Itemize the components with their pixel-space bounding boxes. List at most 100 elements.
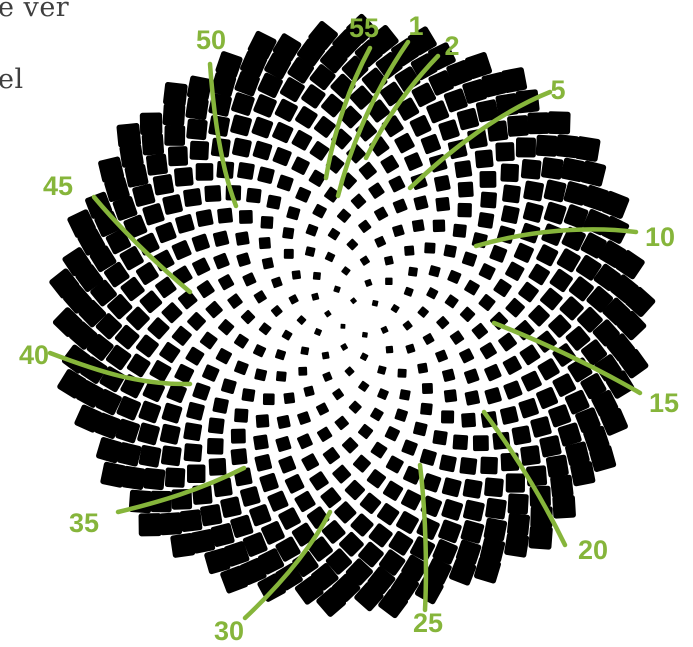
seed: [382, 480, 404, 502]
seed: [518, 281, 540, 303]
seed: [384, 256, 394, 266]
seed: [295, 186, 312, 203]
seed: [294, 490, 316, 512]
seed: [325, 251, 336, 262]
seed: [312, 204, 327, 219]
seed: [170, 533, 196, 559]
seed: [143, 468, 166, 491]
seed: [316, 402, 330, 416]
seed: [186, 402, 205, 421]
seed: [485, 498, 507, 520]
seed: [259, 472, 279, 492]
seed: [217, 208, 233, 224]
seed: [137, 422, 161, 446]
seed: [205, 300, 223, 318]
seed: [397, 369, 406, 378]
seed: [276, 371, 287, 382]
seed: [546, 454, 570, 478]
seed: [209, 458, 227, 476]
seed: [422, 333, 435, 346]
seed: [142, 203, 165, 226]
seed: [258, 322, 272, 336]
seed: [309, 471, 330, 492]
seed: [505, 261, 526, 282]
seed: [324, 310, 332, 318]
seed: [392, 198, 408, 214]
seed: [192, 257, 211, 276]
seed: [459, 306, 475, 322]
seed: [550, 474, 574, 498]
seed: [236, 252, 251, 267]
seed: [502, 184, 521, 203]
seed: [161, 445, 182, 466]
seed: [388, 175, 406, 193]
seed: [479, 342, 497, 360]
spiral-label: 5: [550, 75, 565, 105]
seed: [433, 219, 446, 232]
seed: [288, 294, 299, 305]
seed: [341, 266, 351, 276]
seed: [187, 311, 207, 331]
seed: [241, 388, 255, 402]
seed: [520, 445, 541, 466]
seed: [175, 214, 195, 234]
seed: [359, 492, 382, 515]
seed: [392, 224, 405, 237]
seed: [364, 279, 372, 287]
seed: [498, 332, 518, 352]
seed: [454, 160, 472, 178]
seed: [272, 121, 294, 143]
seed: [147, 317, 171, 341]
seed: [185, 346, 205, 366]
seed: [344, 366, 355, 377]
seed: [275, 436, 292, 453]
seed: [443, 244, 457, 258]
seed: [444, 389, 458, 403]
seed: [513, 242, 534, 263]
seed: [149, 359, 172, 382]
seed: [213, 252, 230, 269]
seed: [390, 304, 400, 314]
seed: [272, 147, 292, 167]
seed: [543, 201, 567, 225]
seed: [380, 154, 400, 174]
seed: [489, 244, 508, 263]
seed: [400, 489, 422, 511]
spiral-label: 50: [196, 25, 226, 55]
seed: [426, 287, 439, 300]
seed: [300, 346, 309, 355]
seed: [140, 112, 163, 135]
seed: [461, 413, 476, 428]
seed: [435, 197, 450, 212]
seed: [409, 114, 432, 137]
seed: [458, 181, 474, 197]
seed: [152, 174, 174, 196]
seed: [208, 417, 225, 434]
seed: [500, 163, 519, 182]
seed: [249, 504, 272, 527]
spiral-label: 2: [444, 31, 459, 61]
seed: [253, 290, 267, 304]
seed: [350, 193, 366, 209]
seed: [352, 454, 371, 473]
seed: [574, 136, 600, 162]
seed: [155, 221, 177, 243]
seed: [370, 407, 384, 421]
seed: [370, 441, 388, 459]
seed: [436, 316, 450, 330]
seed: [413, 421, 428, 436]
seed: [199, 331, 218, 350]
seed: [493, 278, 512, 297]
seed: [530, 416, 552, 438]
seed: [518, 397, 539, 418]
seed: [457, 203, 472, 218]
seed: [171, 325, 192, 346]
seed: [438, 119, 460, 141]
seed: [333, 285, 341, 293]
seed: [260, 216, 273, 229]
seed: [230, 114, 253, 137]
spiral-label: 1: [408, 11, 423, 41]
seed: [537, 357, 561, 381]
